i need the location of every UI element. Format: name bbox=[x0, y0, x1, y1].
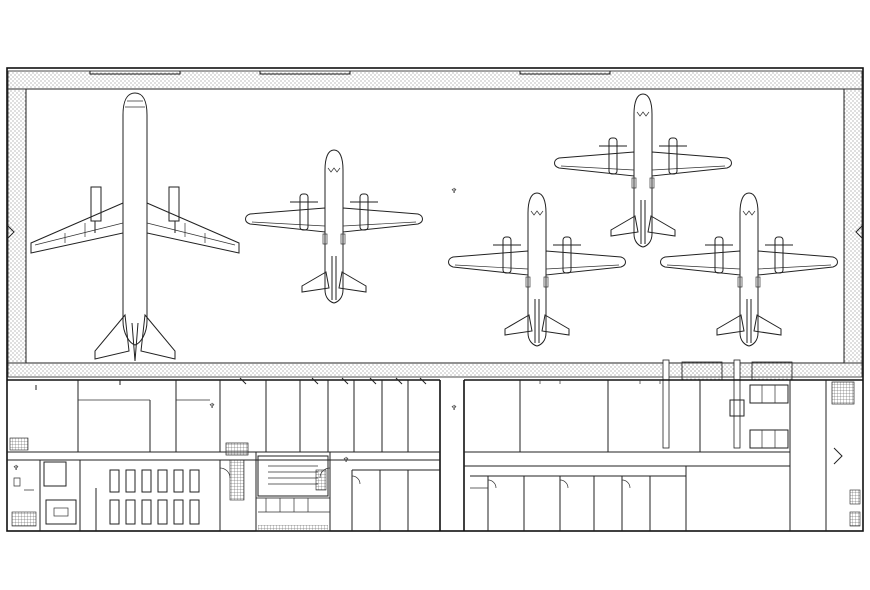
restroom-block bbox=[225, 442, 331, 532]
office-wing bbox=[7, 377, 863, 531]
svg-text:♆: ♆ bbox=[451, 187, 457, 195]
tree-symbol: ♆ bbox=[451, 187, 457, 195]
hangar-outer-wall bbox=[6, 67, 864, 532]
svg-text:♆: ♆ bbox=[343, 456, 349, 464]
aircraft-jet-airliner bbox=[30, 92, 240, 362]
aircraft-turboprop-3 bbox=[448, 192, 626, 347]
hangar-door-posts bbox=[662, 359, 793, 449]
aircraft-turboprop-1 bbox=[245, 149, 423, 304]
tree-symbol-2: ♆ ♆ ♆ ♆ bbox=[13, 402, 457, 472]
aircraft-turboprop-4 bbox=[660, 192, 838, 347]
aircraft-turboprop-2 bbox=[554, 93, 732, 248]
stair-icon bbox=[831, 381, 861, 527]
svg-text:♆: ♆ bbox=[209, 402, 215, 410]
svg-text:♆: ♆ bbox=[451, 404, 457, 412]
door-swing-icon bbox=[219, 467, 631, 489]
svg-text:♆: ♆ bbox=[13, 464, 19, 472]
classroom-desks bbox=[109, 469, 200, 525]
left-end-rooms bbox=[9, 437, 77, 527]
